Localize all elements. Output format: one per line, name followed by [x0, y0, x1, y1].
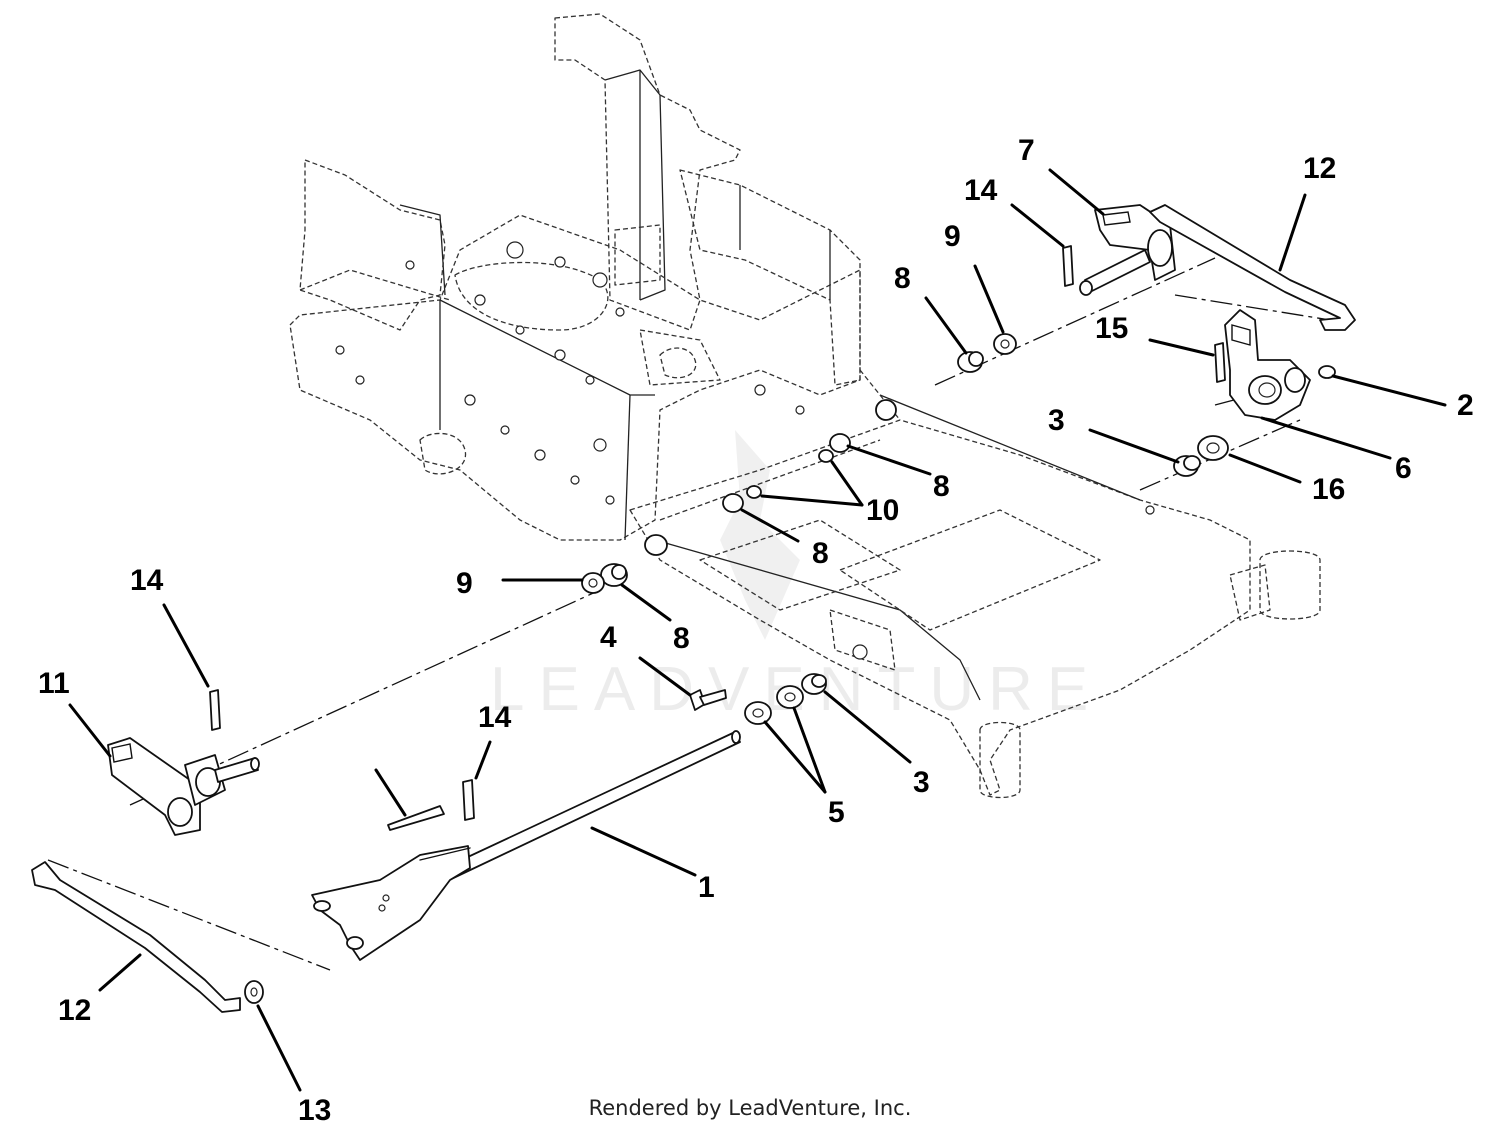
pin-left-part	[209, 689, 221, 731]
pivot-bracket-left-part	[107, 737, 260, 836]
callout-14-center: 14	[478, 701, 512, 734]
mower-frame	[289, 13, 1321, 799]
bearing-right-part	[1173, 455, 1201, 477]
washers-lower-part	[744, 685, 804, 725]
callout-leaders	[68, 168, 1447, 1092]
lift-parts	[31, 204, 1356, 1013]
callout-3-upper: 3	[1048, 404, 1065, 437]
callout-11: 11	[38, 667, 70, 700]
callout-7: 7	[1018, 134, 1035, 167]
small-bushings-part	[746, 449, 834, 499]
bearing-lower-part	[801, 673, 827, 695]
callout-14-upper: 14	[964, 174, 998, 207]
callout-9-left: 9	[456, 567, 473, 600]
callout-labels: 1 2 3 3 4 5 6 7 8 8 8 8 9 9 10 11 12 12 …	[38, 134, 1474, 1127]
washer-right-part	[1197, 435, 1229, 461]
washer-left-part	[581, 572, 605, 594]
bushing-upper-part	[957, 351, 984, 373]
pin-upper-part	[1062, 245, 1074, 287]
key-part	[387, 805, 445, 831]
washer-bottom-part	[244, 980, 264, 1004]
callout-3-lower: 3	[913, 766, 930, 799]
pin-center-part	[462, 779, 475, 821]
callout-12-upper: 12	[1303, 152, 1336, 185]
lift-link-lower-part	[31, 861, 241, 1013]
callout-5: 5	[828, 796, 845, 829]
assembly-centerlines	[47, 257, 1331, 971]
callout-8-left: 8	[673, 622, 690, 655]
callout-8-upper: 8	[894, 262, 911, 295]
cross-shaft-part	[311, 730, 741, 961]
callout-2: 2	[1457, 389, 1474, 422]
callout-14-left: 14	[130, 564, 164, 597]
lift-link-upper-part	[1149, 204, 1356, 331]
callout-8-center: 8	[933, 470, 950, 503]
bushing-mid-part	[644, 493, 744, 556]
callout-8-mid: 8	[812, 537, 829, 570]
clip-right-part	[1318, 365, 1336, 379]
watermark-logo-icon	[720, 430, 800, 640]
callout-1: 1	[698, 871, 715, 904]
callout-15: 16	[1312, 473, 1345, 506]
callout-4: 4	[600, 621, 617, 654]
callout-14-right: 15	[1095, 312, 1128, 345]
right-lift-arm-part	[1224, 309, 1311, 421]
bushing-left-part	[600, 563, 628, 587]
callout-13: 13	[298, 1094, 331, 1127]
bolt-part	[689, 689, 727, 711]
render-credit: Rendered by LeadVenture, Inc.	[588, 1096, 912, 1120]
callout-12-lower: 12	[58, 994, 91, 1027]
callout-10: 10	[866, 494, 899, 527]
bushing-center-part	[829, 399, 897, 453]
pivot-bracket-right-part	[1079, 204, 1176, 296]
callout-6: 6	[1395, 452, 1412, 485]
callout-9-upper: 9	[944, 220, 961, 253]
washer-upper-part	[993, 333, 1017, 355]
pin-right-part	[1214, 342, 1226, 383]
watermark: LEADVENTURE	[490, 430, 1088, 724]
